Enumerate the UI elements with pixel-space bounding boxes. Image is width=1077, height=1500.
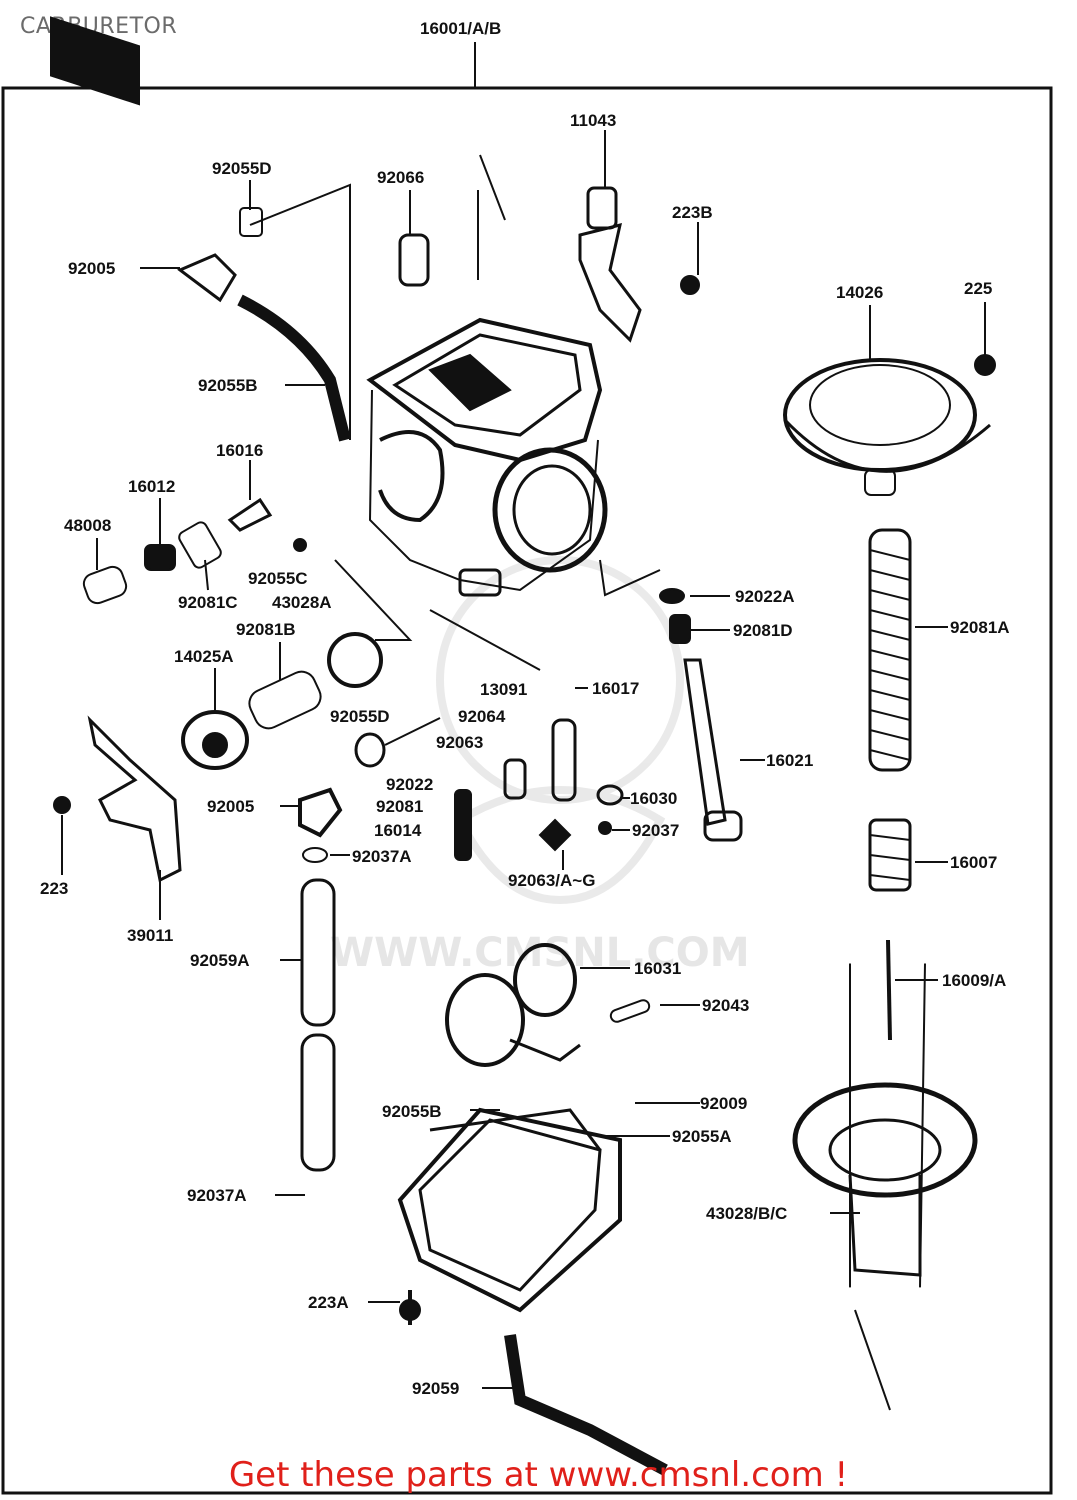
part-label-92081b: 92081B [236,620,296,639]
part-label-92037a-bot: 92037A [187,1186,247,1205]
part-label-92005-mid: 92005 [207,797,254,816]
part-label-92043: 92043 [702,996,749,1015]
part-label-92037: 92037 [632,821,679,840]
part-label-225: 225 [964,279,992,298]
watermark-logo [436,556,684,905]
part-label-39011: 39011 [127,926,173,945]
part-label-92009: 92009 [700,1094,747,1113]
part-label-16021: 16021 [766,751,813,770]
drain-tube-icon [504,1334,668,1476]
part-label-14025a: 14025A [174,647,234,666]
part-label-92055a: 92055A [672,1127,732,1146]
part-labels: 16001/A/B 11043 92055D 92066 223B 92005 … [40,19,1010,1398]
diaphragm-spring-icon [868,528,912,772]
part-label-92055d-top: 92055D [212,159,272,178]
part-label-92081d: 92081D [733,621,793,640]
overflow-tube-icon [300,878,336,1172]
part-label-43028bc: 43028/B/C [706,1204,787,1223]
jet-needle-holder-icon [659,588,743,842]
part-label-92081: 92081 [376,797,423,816]
diagram-frame [1,86,1053,1495]
screw-223-icon [53,796,71,814]
part-label-92055b-top: 92055B [198,376,258,395]
part-label-92022: 92022 [386,775,433,794]
part-label-92055c: 92055C [248,569,308,588]
part-label-48008: 48008 [64,516,111,535]
part-label-223a: 223A [308,1293,349,1312]
part-label-16012: 16012 [128,477,175,496]
part-label-92005-top: 92005 [68,259,115,278]
part-label-16014: 16014 [374,821,422,840]
part-label-16001ab: 16001/A/B [420,19,501,38]
part-label-16031: 16031 [634,959,681,978]
part-label-92081c: 92081C [178,593,238,612]
bracket-icon [87,715,182,883]
part-label-16030: 16030 [630,789,677,808]
part-label-16016: 16016 [216,441,263,460]
part-label-92037a-mid: 92037A [352,847,412,866]
part-label-92081a: 92081A [950,618,1010,637]
part-label-92059: 92059 [412,1379,459,1398]
needle-jet-icon [868,818,912,892]
part-label-43028a: 43028A [272,593,332,612]
throttle-lever-icon [578,186,700,343]
part-label-223: 223 [40,879,68,898]
part-label-11043: 11043 [570,111,616,130]
footer-link[interactable]: Get these parts at www.cmsnl.com ! [228,1455,849,1495]
header-tag-icon [50,16,140,106]
jet-needle-icon [886,939,892,1041]
part-label-92059a: 92059A [190,951,250,970]
part-label-13091: 13091 [480,680,527,699]
part-label-92066-top: 92066 [377,168,424,187]
choke-icon [181,632,383,770]
part-label-92063: 92063 [436,733,483,752]
top-cover-icon [783,354,996,496]
parts-drawings [53,130,996,1476]
part-label-16009a: 16009/A [942,971,1006,990]
part-label-16017: 16017 [592,679,639,698]
carburetor-body-icon [366,317,608,597]
part-label-92055d-mid: 92055D [330,707,390,726]
part-label-92022a: 92022A [735,587,795,606]
part-label-92055b-bot: 92055B [382,1102,442,1121]
float-icon [445,943,651,1067]
leader-lines [61,130,986,1389]
part-label-16007: 16007 [950,853,997,872]
diaphragm-icon [792,963,978,1411]
vent-fitting-icon [177,154,506,442]
part-label-92064: 92064 [458,707,506,726]
float-bowl-icon [397,1107,622,1325]
part-label-92063ag: 92063/A~G [508,871,595,890]
part-label-223b: 223B [672,203,713,222]
small-jets-icon [293,538,624,863]
part-label-14026: 14026 [836,283,883,302]
watermark-text: WWW.CMSNL.COM [330,930,750,976]
